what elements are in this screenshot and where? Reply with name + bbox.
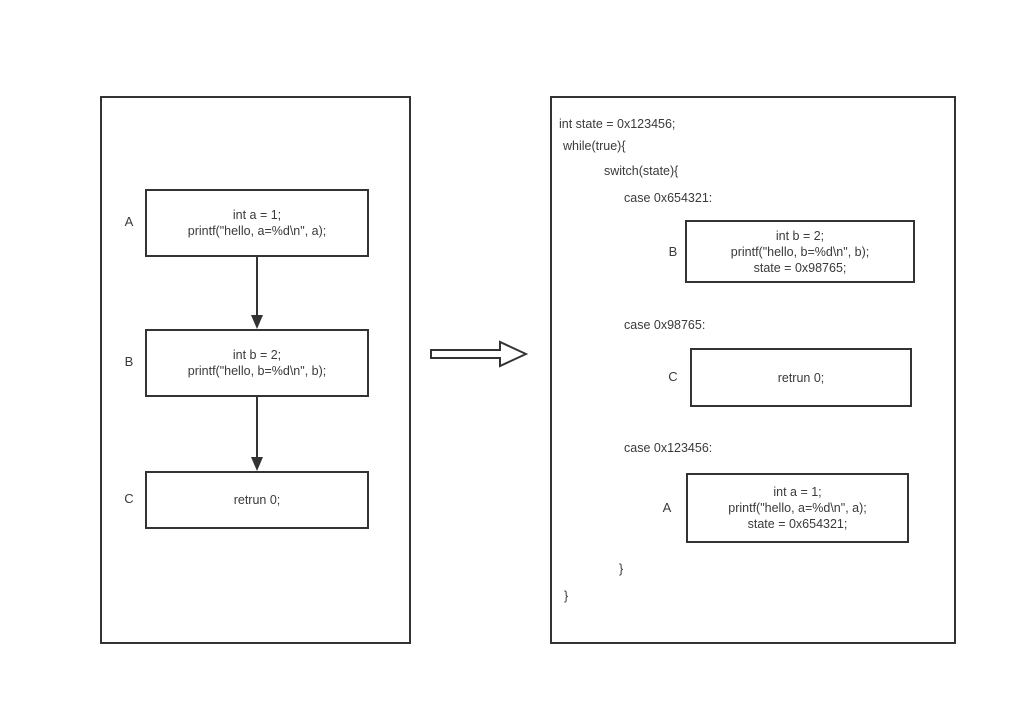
code-line-close-switch: } [619,562,624,576]
arrow-line-b-to-c [256,397,258,457]
code-line: state = 0x98765; [753,260,847,275]
block-label-c: C [124,491,134,506]
code-line-switch: switch(state){ [604,164,679,178]
code-line-case-0x123456: case 0x123456: [624,441,713,455]
arrow-line-a-to-b [256,257,258,315]
code-line: printf("hello, a=%d\n", a); [187,224,327,238]
case-block-label-a: A [662,500,672,515]
transform-arrow-icon [430,340,528,368]
code-line: retrun 0; [777,370,825,385]
code-line: printf("hello, a=%d\n", a); [728,501,867,515]
code-line-close-while: } [564,589,569,603]
case-block-c: retrun 0; [690,348,912,407]
code-line-int-state: int state = 0x123456; [559,117,676,131]
code-line: int b = 2; [775,228,825,243]
case-block-label-b: B [668,244,678,259]
flow-block-c: retrun 0; [145,471,369,529]
case-block-a: int a = 1; printf("hello, a=%d\n", a); s… [686,473,909,543]
state-machine-panel: int state = 0x123456; while(true){ switc… [550,96,956,644]
flow-block-b: int b = 2; printf("hello, b=%d\n", b); [145,329,369,397]
arrowhead-a-to-b-icon [251,315,263,329]
code-line: printf("hello, b=%d\n", b); [187,364,327,378]
code-line-while: while(true){ [563,139,626,153]
code-line: printf("hello, b=%d\n", b); [730,244,870,259]
code-line-case-0x98765: case 0x98765: [624,318,706,332]
code-line: state = 0x654321; [747,517,848,531]
code-line-case-0x654321: case 0x654321: [624,191,713,205]
flow-block-a: int a = 1; printf("hello, a=%d\n", a); [145,189,369,257]
block-label-a: A [124,214,134,229]
code-line: int a = 1; [232,208,282,222]
case-block-label-c: C [668,369,678,384]
block-label-b: B [124,354,134,369]
code-line: int a = 1; [773,485,822,499]
code-line: int b = 2; [232,348,282,362]
code-line: retrun 0; [233,493,281,507]
arrowhead-b-to-c-icon [251,457,263,471]
case-block-b: int b = 2; printf("hello, b=%d\n", b); s… [685,220,915,283]
flowchart-panel: A int a = 1; printf("hello, a=%d\n", a);… [100,96,411,644]
